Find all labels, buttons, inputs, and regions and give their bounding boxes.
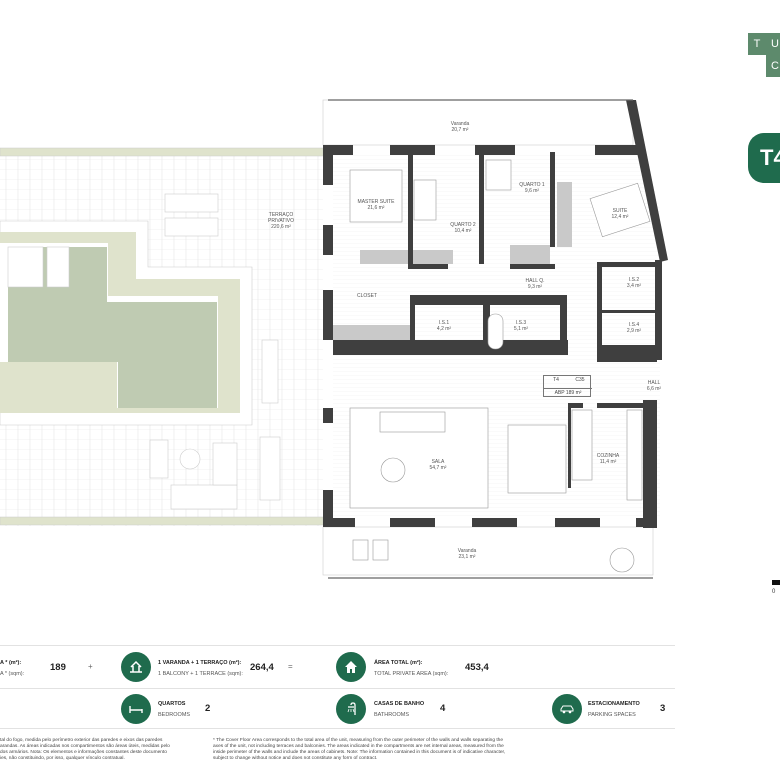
bathrooms-label-pt: CASAS DE BANHO xyxy=(374,701,425,707)
unit-info-table: T4 C35 ABP 189 m² xyxy=(543,375,592,397)
outdoor-label-pt: 1 VARANDA + 1 TERRAÇO (m²): xyxy=(158,660,242,666)
parking-value: 3 xyxy=(660,703,666,714)
logo-t: T xyxy=(748,33,766,55)
outdoor-label-en: 1 BALCONY + 1 TERRACE (sqm): xyxy=(158,671,243,677)
bathrooms-label-en: BATHROOMS xyxy=(374,712,410,718)
shower-icon xyxy=(336,694,366,724)
logo-c: C xyxy=(766,55,780,77)
house-icon xyxy=(336,652,366,682)
scale-bar xyxy=(772,580,780,585)
footnote-pt: tal do fogo, medida pelo perímetro exter… xyxy=(0,738,170,761)
tree-house-icon xyxy=(121,652,151,682)
jacuzzi xyxy=(7,246,44,288)
footnote-en: * The Cover Floor Area corresponds to th… xyxy=(213,738,506,761)
total-value: 453,4 xyxy=(465,662,489,673)
unit-type-badge: T4 xyxy=(748,133,780,183)
room-hall-q: HALL Q.9,3 m² xyxy=(525,278,545,290)
scale-zero: 0 xyxy=(772,589,776,595)
room-closet: CLOSET xyxy=(356,293,378,299)
gross-value: 189 xyxy=(50,662,66,673)
equals-sign: = xyxy=(288,662,293,671)
apartment xyxy=(322,99,668,579)
total-label-pt: ÁREA TOTAL (m²): xyxy=(374,660,423,666)
parking-label-pt: ESTACIONAMENTO xyxy=(588,701,640,707)
floor-plan xyxy=(0,99,780,585)
bed-icon xyxy=(121,694,151,724)
parking-label-en: PARKING SPACES xyxy=(588,712,636,718)
outdoor-value: 264,4 xyxy=(250,662,274,673)
gross-label-pt: A * (m²): xyxy=(0,660,22,666)
gross-label-en: A * (sqm): xyxy=(0,671,25,677)
logo-u: U xyxy=(766,33,780,55)
bedrooms-label-pt: QUARTOS xyxy=(158,701,186,707)
terrace xyxy=(0,147,324,526)
total-label-en: TOTAL PRIVATE AREA (sqm): xyxy=(374,671,449,677)
bedrooms-value: 2 xyxy=(205,703,211,714)
bathrooms-value: 4 xyxy=(440,703,446,714)
bedrooms-label-en: BEDROOMS xyxy=(158,712,191,718)
plus-sign: + xyxy=(88,662,93,671)
car-icon xyxy=(552,694,582,724)
